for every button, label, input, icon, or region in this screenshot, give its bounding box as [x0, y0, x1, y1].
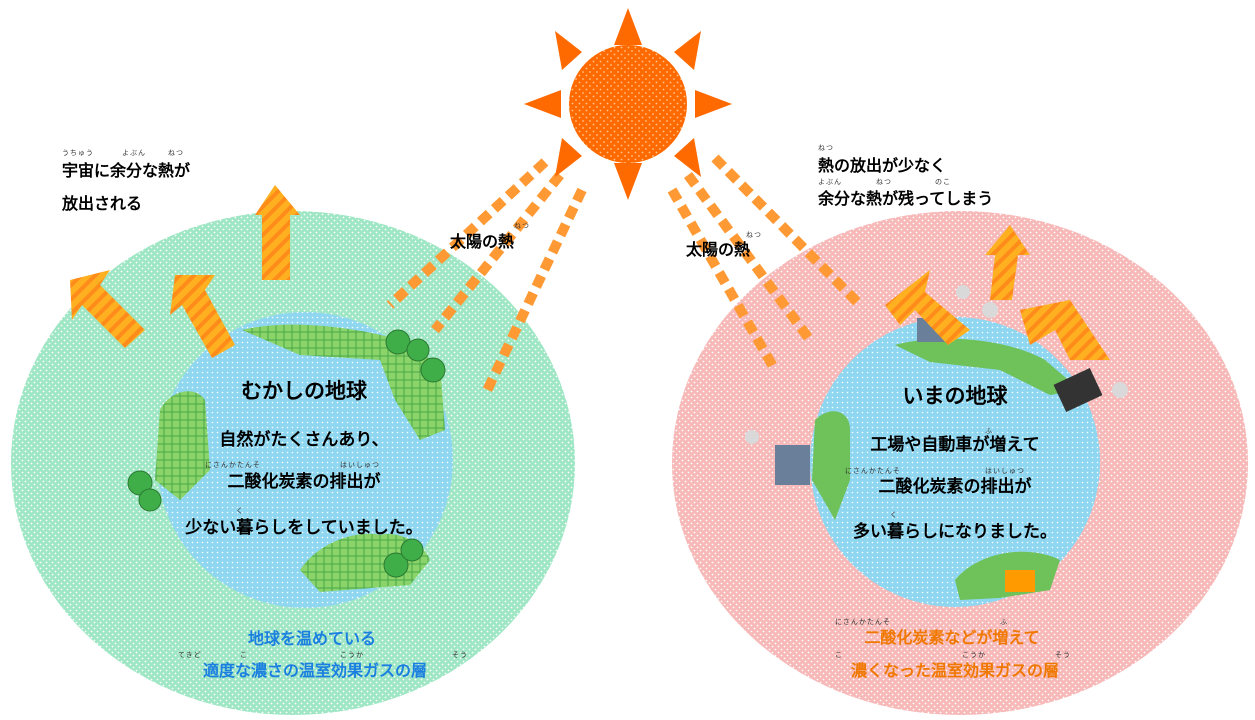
- left-body-ruby-3: く: [236, 507, 244, 515]
- left-body-line2: 二酸化炭素の排出が: [227, 472, 381, 492]
- right-body-line2: 二酸化炭素の排出が: [878, 477, 1032, 497]
- escape-ruby-2: よぶん: [122, 149, 146, 157]
- right-layer-ruby-4: こうか: [962, 651, 986, 659]
- escape-label-line2: 放出される: [62, 194, 143, 213]
- tree-icon: [127, 329, 446, 578]
- left-layer-ruby-3: こうか: [340, 651, 364, 659]
- right-earth: [810, 317, 1100, 607]
- right-earth-title: いまの地球: [902, 384, 1008, 408]
- sun-heat-label-right: 太陽の熱: [686, 240, 751, 259]
- right-layer-line2: 濃くなった温室効果ガスの層: [850, 661, 1060, 680]
- left-layer-ruby-1: てきど: [178, 651, 202, 659]
- left-layer-line1: 地球を温めている: [247, 629, 377, 648]
- trapped-label-line1: 熱の放出が少なく: [818, 156, 947, 175]
- trapped-ruby-1: ねつ: [818, 144, 834, 152]
- escape-ruby-1: うちゅう: [62, 149, 94, 157]
- car-icon: [1005, 367, 1103, 592]
- trapped-ruby-3: ねつ: [876, 178, 892, 186]
- right-land: [895, 338, 1080, 395]
- left-body-line3: 少ない暮らしをしていました。: [185, 518, 423, 538]
- left-layer-line2: 適度な濃さの温室効果ガスの層: [202, 661, 428, 680]
- right-body-ruby-4: く: [890, 511, 898, 519]
- left-layer-ruby-4: そう: [452, 651, 468, 659]
- left-body-ruby-2: はいしゅつ: [340, 461, 380, 469]
- left-layer-ruby-2: こ: [240, 651, 248, 659]
- right-body-ruby-2: にさんかたんそ: [845, 467, 901, 475]
- right-layer-ruby-2: ふ: [1000, 618, 1008, 626]
- right-layer-ruby-3: こ: [835, 651, 843, 659]
- trapped-label-line2: 余分な熱が残ってしまう: [818, 189, 994, 208]
- trapped-ruby-2: よぶん: [818, 178, 842, 186]
- right-body-ruby-3: はいしゅつ: [985, 467, 1025, 475]
- escape-label-line1: 宇宙に余分な熱が: [62, 161, 191, 180]
- left-body-ruby-1: にさんかたんそ: [205, 461, 261, 469]
- right-layer-line1: 二酸化炭素などが増えて: [864, 628, 1040, 647]
- smoke-icon: [745, 285, 1128, 444]
- left-earth-title: むかしの地球: [241, 379, 367, 403]
- right-layer-ruby-1: にさんかたんそ: [835, 618, 891, 626]
- sun-icon: [524, 8, 732, 200]
- left-body-line1: 自然がたくさんあり、: [219, 430, 389, 450]
- right-body-line1: 工場や自動車が増えて: [870, 435, 1040, 455]
- sun-heat-ruby-right: ねつ: [746, 231, 762, 239]
- sun-heat-label-left: 太陽の熱: [450, 232, 515, 251]
- sunray-lines: [386, 154, 864, 398]
- escape-ruby-3: ねつ: [168, 149, 184, 157]
- heat-arrow-icon: [70, 185, 300, 358]
- right-body-ruby-1: ふ: [985, 427, 993, 435]
- right-layer-ruby-5: そう: [1055, 651, 1071, 659]
- trapped-ruby-4: のこ: [935, 178, 951, 186]
- sun-heat-ruby-left: ねつ: [514, 222, 530, 230]
- left-earth: [157, 312, 453, 608]
- right-body-line3: 多い暮らしになりました。: [853, 522, 1057, 542]
